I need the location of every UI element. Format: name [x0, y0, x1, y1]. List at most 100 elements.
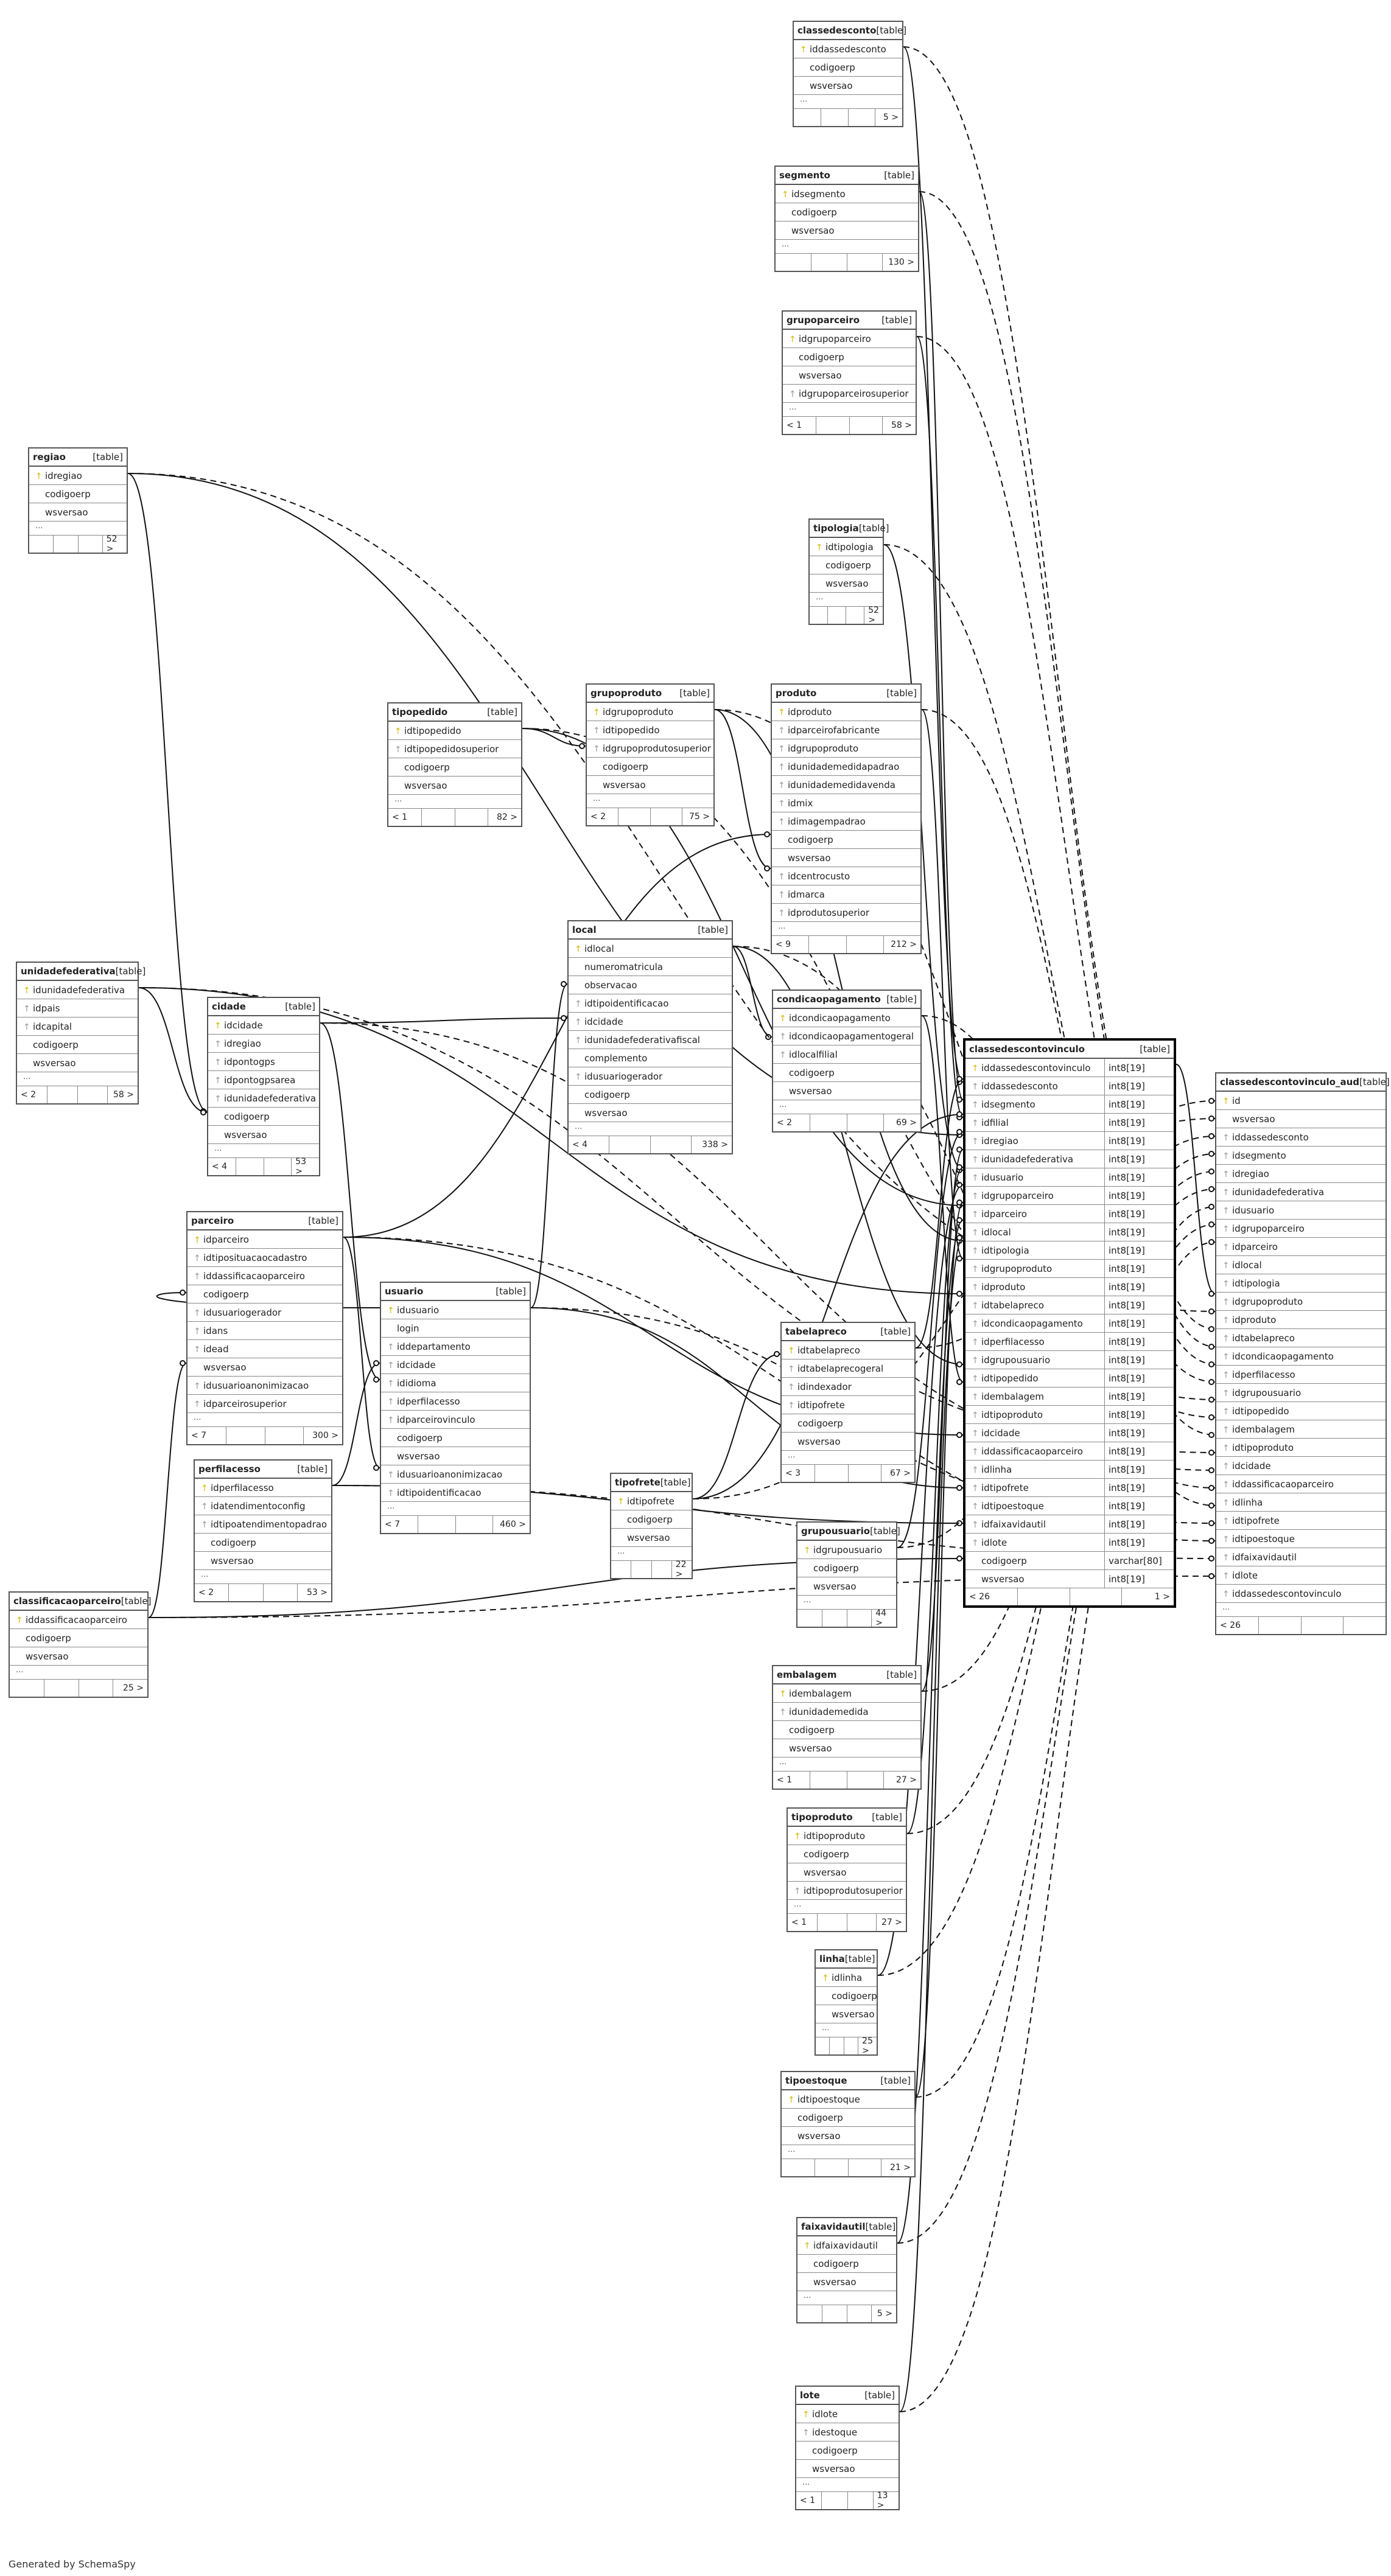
column-row[interactable]: codigoerp [381, 1429, 530, 1447]
column-row[interactable]: ↑idembalagem [1216, 1420, 1386, 1439]
column-row[interactable]: codigoerp [10, 1629, 147, 1647]
children-count[interactable]: 13 > [877, 2491, 888, 2510]
column-row[interactable]: wsversao [783, 366, 916, 385]
table-name[interactable]: tipoestoque [785, 2075, 847, 2086]
parents-count[interactable] [782, 2159, 815, 2176]
column-row[interactable]: ↑idlocal [569, 940, 732, 958]
column-row[interactable]: ↑idcidade [381, 1356, 530, 1374]
column-row[interactable]: codigoerp [388, 758, 521, 777]
column-row[interactable]: wsversao [17, 1054, 138, 1072]
column-row[interactable]: ↑idperfilacesso [381, 1392, 530, 1411]
column-row[interactable]: ↑idtipoidentificacao [381, 1484, 530, 1502]
column-row[interactable]: ↑idparceiro [1216, 1238, 1386, 1256]
column-row[interactable]: wsversao [587, 776, 713, 794]
table-header[interactable]: perfilacesso[table] [195, 1461, 331, 1479]
column-row[interactable]: ↑idtipopedido [1216, 1402, 1386, 1420]
children-count[interactable]: 67 > [890, 1468, 911, 1478]
children-count[interactable]: 82 > [497, 812, 517, 822]
column-row[interactable]: ↑iddassedesconto [1216, 1128, 1386, 1147]
column-row[interactable]: ↑idunidadefederativa [1216, 1183, 1386, 1201]
column-row[interactable]: codigoerp [796, 2442, 899, 2460]
table-header[interactable]: tabelapreco[table] [782, 1323, 914, 1341]
children-count[interactable] [1344, 1617, 1386, 1634]
column-row[interactable]: login [381, 1319, 530, 1338]
column-row[interactable]: ↑idcidade [1216, 1457, 1386, 1475]
parents-count[interactable]: < 26 [965, 1588, 1018, 1605]
children-count[interactable]: 130 > [888, 257, 914, 267]
table-header[interactable]: classedescontovinculo_aud[table] [1216, 1073, 1390, 1092]
table-header[interactable]: usuario[table] [381, 1283, 530, 1301]
column-row[interactable]: complemento [569, 1049, 732, 1067]
table-header[interactable]: tipologia[table] [810, 520, 889, 538]
column-row[interactable]: codigoerp [17, 1036, 138, 1054]
table-parceiro[interactable]: parceiro[table]↑idparceiro↑idtiposituaca… [186, 1211, 343, 1445]
column-row[interactable]: ↑idcapital [17, 1017, 138, 1036]
parents-count[interactable]: < 2 [773, 1114, 810, 1131]
column-row[interactable]: ↑idregiao [1216, 1165, 1386, 1183]
column-row[interactable]: ↑idunidademedidapadrao [772, 758, 920, 776]
column-row[interactable]: ↑iddassedescontovinculo [1216, 1585, 1386, 1603]
column-row[interactable]: ↑idusuariogerador [569, 1067, 732, 1086]
column-row[interactable]: ↑idlocalfilial [773, 1045, 920, 1064]
children-count[interactable]: 53 > [295, 1157, 307, 1176]
table-produto[interactable]: produto[table]↑idproduto↑idparceirofabri… [771, 683, 922, 954]
table-name[interactable]: unidadefederativa [21, 966, 116, 977]
column-row[interactable]: wsversao [1216, 1110, 1386, 1128]
children-count[interactable]: 52 > [868, 606, 880, 625]
column-row[interactable]: wsversao [797, 1577, 896, 1596]
parents-count[interactable]: < 2 [17, 1086, 47, 1103]
table-name[interactable]: classedesconto [797, 25, 877, 36]
table-header[interactable]: parceiro[table] [187, 1212, 342, 1230]
table-grupoproduto[interactable]: grupoproduto[table]↑idgrupoproduto↑idtip… [586, 683, 715, 826]
column-row[interactable]: ↑idgrupoproduto [1216, 1293, 1386, 1311]
parents-count[interactable]: < 4 [569, 1136, 610, 1153]
column-row[interactable]: codigoerp [776, 203, 918, 222]
column-row[interactable]: ↑idunidademedidavenda [772, 776, 920, 794]
column-row[interactable]: ↑idtipoproduto [1216, 1439, 1386, 1457]
column-row[interactable]: ↑idunidadefederativa [17, 981, 138, 999]
parents-count[interactable]: < 2 [195, 1584, 229, 1601]
column-row[interactable]: ↑idgrupoparceirosuperior [783, 385, 916, 403]
table-header[interactable]: grupousuario[table] [797, 1523, 900, 1541]
children-count[interactable]: 25 > [123, 1683, 144, 1693]
children-count[interactable]: 27 > [896, 1775, 917, 1785]
parents-count[interactable]: < 7 [187, 1427, 226, 1444]
column-row[interactable]: ↑idregiao [29, 467, 127, 485]
column-row[interactable]: wsversao [810, 574, 883, 593]
table-header[interactable]: grupoproduto[table] [587, 685, 713, 703]
table-header[interactable]: cidade[table] [208, 998, 319, 1016]
column-row[interactable]: ↑idtipoidentificacao [569, 994, 732, 1013]
column-row[interactable]: wsversao [796, 2460, 899, 2478]
parents-count[interactable]: < 1 [788, 1914, 818, 1931]
column-row[interactable]: ↑idsegmento [776, 185, 918, 203]
column-row[interactable]: ↑idtipologia [810, 538, 883, 556]
column-row[interactable]: ↑idsegmento [1216, 1147, 1386, 1165]
parents-count[interactable] [797, 2305, 822, 2322]
column-row[interactable]: ↑idgrupoproduto [587, 703, 713, 721]
column-row[interactable]: ↑idparceirosuperior [187, 1395, 342, 1413]
column-row[interactable]: ↑idtipoproduto [788, 1827, 906, 1845]
column-row[interactable]: wsversao [381, 1447, 530, 1465]
column-row[interactable]: ↑idgrupoparceiro [783, 330, 916, 348]
table-header[interactable]: produto[table] [772, 685, 920, 703]
column-row[interactable]: ↑idusuario [1216, 1201, 1386, 1220]
table-name[interactable]: produto [776, 688, 817, 699]
column-row[interactable]: ↑idparceirofabricante [772, 721, 920, 739]
column-row[interactable]: ↑idgrupoprodutosuperior [587, 739, 713, 758]
column-row[interactable]: codigoerp [816, 1987, 877, 2005]
children-count[interactable]: 5 > [877, 2309, 892, 2319]
column-row[interactable]: wsversao [611, 1529, 692, 1547]
parents-count[interactable] [794, 109, 821, 126]
